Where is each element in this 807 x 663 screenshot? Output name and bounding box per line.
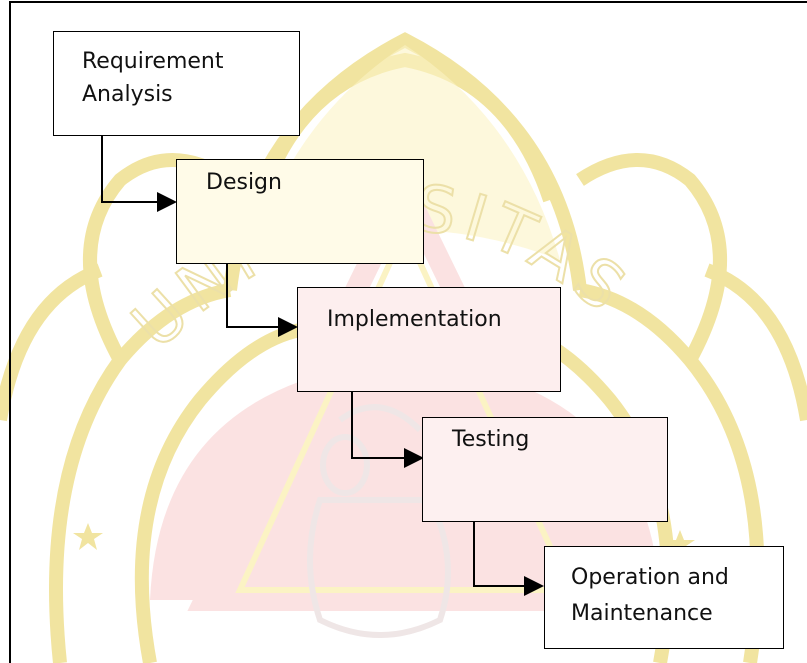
- step-box-implementation: [297, 287, 561, 392]
- step-box-operation-maintenance: [544, 546, 784, 649]
- connector-arrow: [226, 264, 298, 337]
- step-box-requirement-analysis: [53, 31, 300, 136]
- step-label-requirement-line2: Analysis: [82, 82, 173, 107]
- connector-arrow: [473, 522, 544, 596]
- step-box-testing: [422, 417, 668, 522]
- diagram-frame: [9, 1, 807, 663]
- connector-arrow: [351, 392, 424, 468]
- step-label-design: Design: [206, 170, 282, 195]
- connector-arrow: [101, 136, 177, 212]
- step-label-testing: Testing: [452, 427, 530, 452]
- step-label-operation-line2: Maintenance: [571, 601, 713, 626]
- step-box-design: [176, 159, 424, 264]
- step-label-implementation: Implementation: [327, 307, 502, 332]
- step-label-operation-line1: Operation and: [571, 565, 729, 590]
- step-label-requirement-line1: Requirement: [82, 49, 224, 74]
